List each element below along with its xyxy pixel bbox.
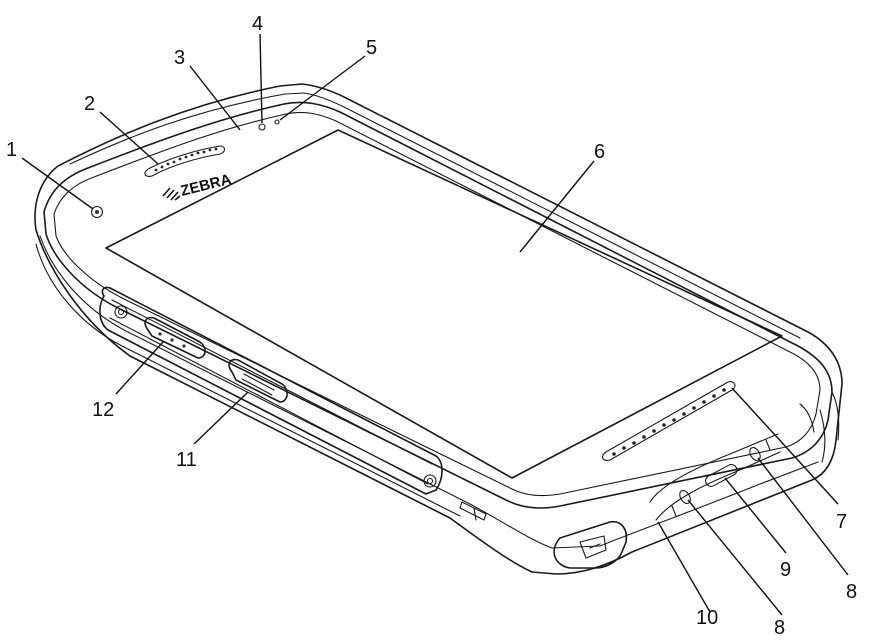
microphone-port-right-icon	[749, 446, 761, 462]
callout-3: 3	[174, 47, 185, 69]
zebra-head-icon	[162, 187, 181, 201]
scan-button[interactable]	[144, 316, 206, 359]
rail-screw-top-icon	[114, 305, 128, 319]
usb-c-port-icon	[705, 463, 738, 487]
front-camera-icon	[90, 205, 104, 219]
callout-5: 5	[366, 37, 377, 59]
callout-9: 9	[780, 559, 791, 581]
strap-slot	[459, 501, 487, 521]
device-body	[34, 83, 843, 575]
speaker-grille	[601, 381, 736, 461]
callout-1: 1	[6, 139, 17, 161]
callout-8-left: 8	[774, 617, 785, 637]
receiver-grille	[144, 145, 226, 177]
callout-6: 6	[594, 141, 605, 163]
callout-2: 2	[84, 93, 95, 115]
callout-11: 11	[176, 449, 197, 471]
corner-bumper	[553, 520, 628, 569]
callout-8-right: 8	[846, 581, 857, 603]
brand-logo: ZEBRA	[162, 171, 233, 201]
callout-10: 10	[696, 607, 718, 629]
light-sensor-icon	[258, 123, 266, 131]
bottom-connector-cluster	[649, 403, 815, 521]
touch-screen-display	[105, 129, 783, 479]
led-indicator-icon	[274, 119, 280, 125]
volume-button[interactable]	[228, 358, 288, 403]
callout-12: 12	[92, 399, 114, 421]
callout-7: 7	[836, 511, 847, 533]
rail-screw-bottom-icon	[423, 474, 437, 488]
callout-4: 4	[252, 13, 263, 35]
callout-labels: 1 2 3 4 5 6 7 8 9 8 10 11 12	[6, 13, 857, 639]
side-button-rail	[99, 286, 443, 495]
brand-logo-text: ZEBRA	[179, 171, 233, 200]
leader-lines	[21, 33, 849, 616]
microphone-port-left-icon	[679, 489, 691, 505]
